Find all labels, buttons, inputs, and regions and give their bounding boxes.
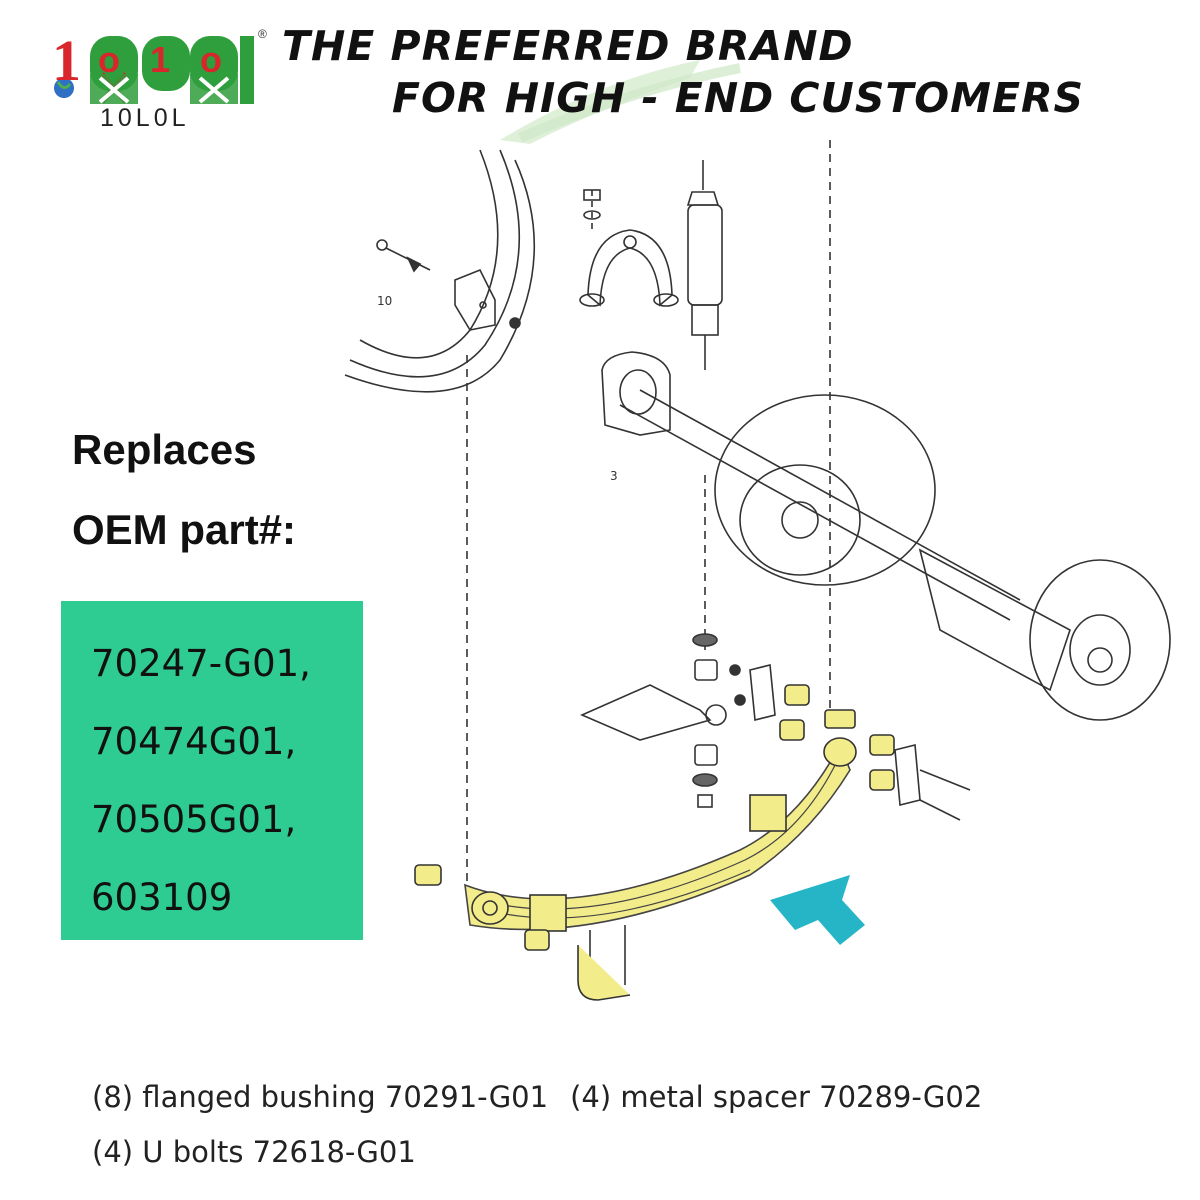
svg-text:o: o bbox=[200, 39, 222, 80]
kit-item-u-bolts: (4) U bolts 72618-G01 bbox=[92, 1135, 416, 1169]
bolt-10-icon bbox=[376, 239, 431, 273]
kit-contents-line-1: (8) flanged bushing 70291-G01 (4) metal s… bbox=[92, 1080, 982, 1114]
replaces-line-1: Replaces bbox=[72, 426, 257, 473]
frame-bracket-icon bbox=[454, 268, 521, 331]
flanged-bushing-icon bbox=[414, 684, 895, 951]
svg-text:1: 1 bbox=[52, 28, 81, 93]
svg-text:o: o bbox=[98, 39, 120, 80]
replaces-heading: Replaces OEM part#: bbox=[72, 410, 296, 570]
u-bolt-icon bbox=[577, 925, 631, 1001]
callout-label-3: 3 bbox=[610, 469, 618, 483]
headline-line-2: FOR HIGH - END CUSTOMERS bbox=[392, 74, 1085, 122]
arrow-icon bbox=[770, 875, 865, 945]
oem-part-item: 603109 bbox=[91, 876, 233, 919]
axle-saddle-icon bbox=[601, 351, 671, 436]
headline-line-1: THE PREFERRED BRAND bbox=[282, 22, 854, 70]
nut-washer-icon bbox=[583, 189, 601, 220]
callout-label-10: 10 bbox=[377, 294, 392, 308]
kit-item-flanged-bushing: (8) flanged bushing 70291-G01 bbox=[92, 1080, 549, 1114]
oem-part-item: 70505G01, bbox=[91, 798, 297, 841]
rear-axle-icon bbox=[619, 389, 1171, 721]
headline-brush-stroke bbox=[500, 60, 741, 144]
spring-hanger-plate-icon bbox=[579, 684, 727, 741]
oem-parts-box: 70247-G01, 70474G01, 70505G01, 603109 bbox=[61, 601, 363, 940]
brand-logo: 1 o 1 o ® bbox=[52, 27, 267, 104]
brand-wordmark: 10L0L bbox=[100, 104, 190, 132]
kit-contents-line-2: (4) U bolts 72618-G01 bbox=[92, 1135, 416, 1169]
leaf-spring-icon bbox=[464, 737, 857, 932]
frame-rail-icon bbox=[344, 149, 535, 393]
svg-text:1: 1 bbox=[150, 39, 170, 80]
shackle-plate-icon bbox=[729, 663, 971, 821]
oem-part-item: 70474G01, bbox=[91, 720, 297, 763]
shock-absorber-icon bbox=[686, 160, 723, 370]
kit-item-metal-spacer: (4) metal spacer 70289-G02 bbox=[570, 1080, 983, 1114]
oem-part-item: 70247-G01, bbox=[91, 642, 311, 685]
replaces-line-2: OEM part#: bbox=[72, 506, 297, 553]
axle-clamp-icon bbox=[579, 229, 679, 307]
suspension-exploded-diagram: 10 3 bbox=[344, 140, 1171, 1001]
rubber-isolator-icon bbox=[692, 633, 718, 808]
registered-mark: ® bbox=[258, 27, 267, 41]
oem-parts-list: 70247-G01, 70474G01, 70505G01, 603109 bbox=[91, 625, 311, 937]
